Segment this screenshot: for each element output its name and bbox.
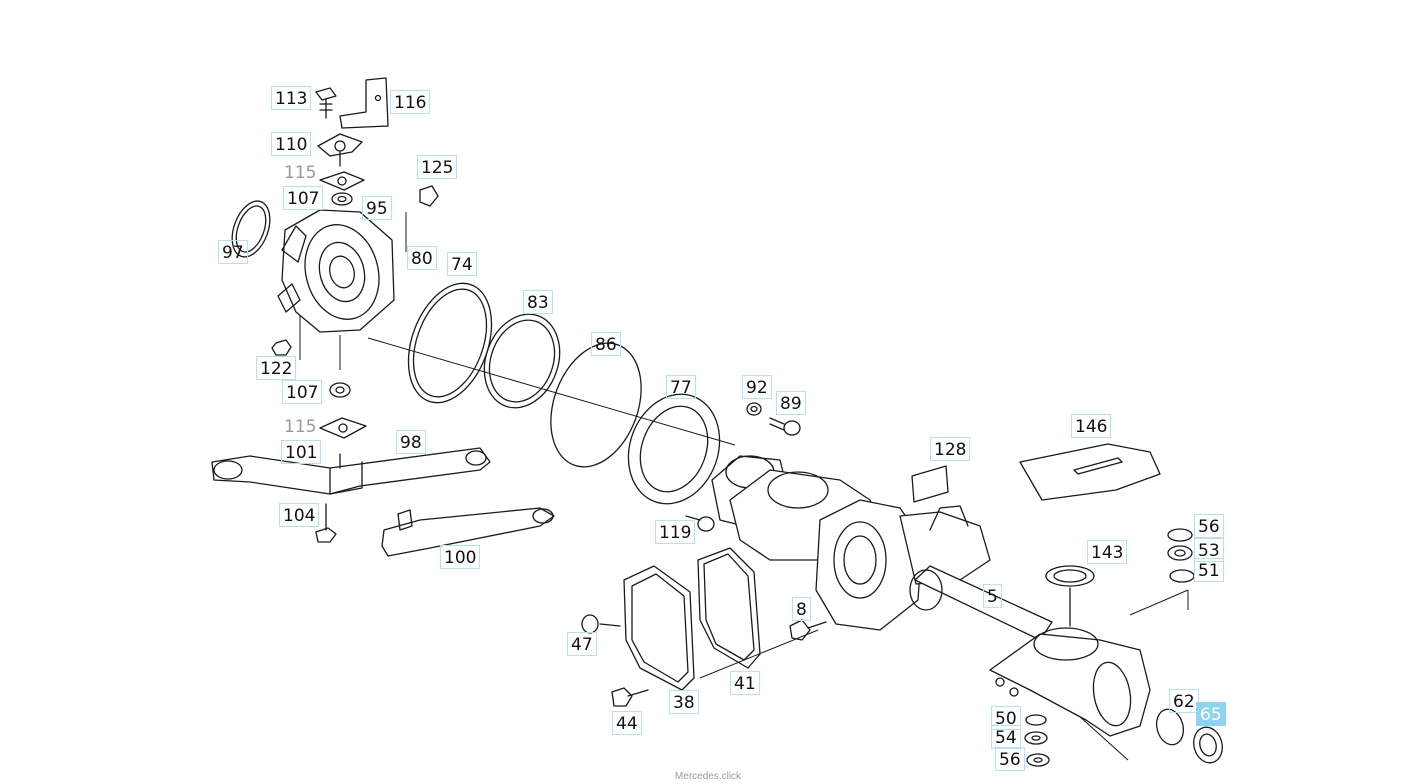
callout-113[interactable]: 113 [271, 86, 312, 110]
callout-100[interactable]: 100 [440, 545, 481, 569]
callout-89[interactable]: 89 [776, 391, 806, 415]
callout-65-selected[interactable]: 65 [1196, 702, 1226, 726]
callout-62[interactable]: 62 [1169, 689, 1199, 713]
callout-44[interactable]: 44 [612, 711, 642, 735]
callout-74[interactable]: 74 [447, 252, 477, 276]
callout-116[interactable]: 116 [390, 90, 431, 114]
callout-119[interactable]: 119 [655, 520, 696, 544]
callout-125[interactable]: 125 [417, 155, 458, 179]
callout-110[interactable]: 110 [271, 132, 312, 156]
callout-8[interactable]: 8 [792, 597, 811, 621]
callout-115-lower[interactable]: 115 [284, 417, 317, 437]
callout-107-upper[interactable]: 107 [283, 186, 324, 210]
callout-77[interactable]: 77 [666, 375, 696, 399]
callout-146[interactable]: 146 [1071, 414, 1112, 438]
callout-51[interactable]: 51 [1194, 558, 1224, 582]
callout-115-upper[interactable]: 115 [284, 163, 317, 183]
callout-104[interactable]: 104 [279, 503, 320, 527]
callout-47[interactable]: 47 [567, 632, 597, 656]
callout-41[interactable]: 41 [730, 671, 760, 695]
callout-97[interactable]: 97 [218, 240, 248, 264]
footer-watermark: Mercedes.click [674, 771, 742, 782]
callout-5[interactable]: 5 [983, 584, 1002, 608]
callout-92[interactable]: 92 [742, 375, 772, 399]
callout-107-lower[interactable]: 107 [282, 380, 323, 404]
callout-122[interactable]: 122 [256, 356, 297, 380]
callout-86[interactable]: 86 [591, 332, 621, 356]
callout-80[interactable]: 80 [407, 246, 437, 270]
callout-56-lower[interactable]: 56 [995, 747, 1025, 771]
callout-54[interactable]: 54 [991, 725, 1021, 749]
callout-56-upper[interactable]: 56 [1194, 514, 1224, 538]
callout-143[interactable]: 143 [1087, 540, 1128, 564]
callout-128[interactable]: 128 [930, 437, 971, 461]
callout-50[interactable]: 50 [991, 706, 1021, 730]
callout-38[interactable]: 38 [669, 690, 699, 714]
callout-98[interactable]: 98 [396, 430, 426, 454]
callout-95[interactable]: 95 [362, 196, 392, 220]
callout-83[interactable]: 83 [523, 290, 553, 314]
callout-101[interactable]: 101 [281, 440, 322, 464]
callout-53[interactable]: 53 [1194, 538, 1224, 562]
